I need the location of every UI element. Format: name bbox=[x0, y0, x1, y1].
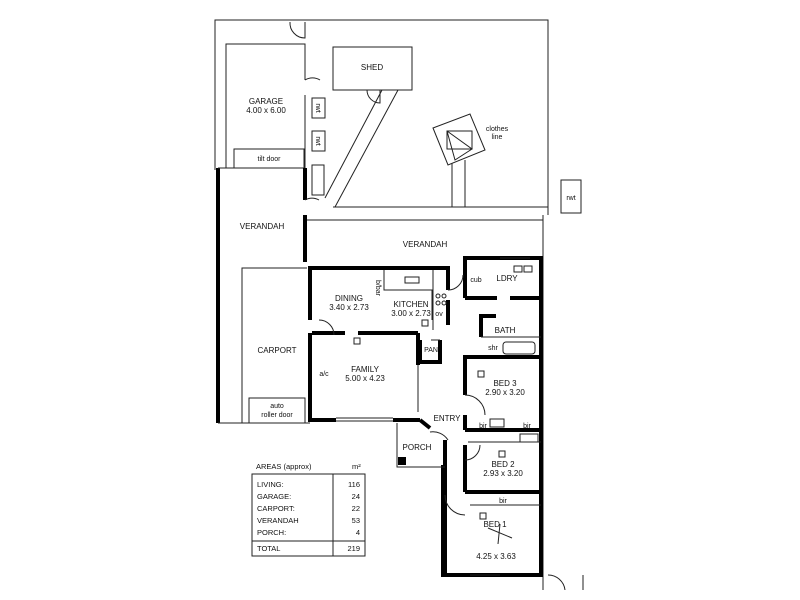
bed1-label: BED 1 bbox=[483, 520, 507, 529]
clothes-line-label: clothes bbox=[486, 126, 509, 133]
rwt-label: rwt bbox=[314, 136, 321, 145]
areas-unit: m² bbox=[352, 462, 361, 471]
shed: SHED bbox=[324, 46, 413, 208]
carport: CARPORT auto roller door bbox=[218, 267, 310, 424]
bed2-size: 2.93 x 3.20 bbox=[483, 469, 523, 478]
rwt-tank bbox=[560, 179, 582, 214]
kitchen-label: KITCHEN bbox=[393, 300, 428, 309]
oven-label: ov bbox=[435, 311, 443, 318]
total-value: 219 bbox=[347, 544, 360, 553]
shower-label: shr bbox=[488, 345, 498, 352]
cupboard-label: cub bbox=[470, 277, 481, 284]
house-walls bbox=[308, 256, 543, 577]
rwt-label: rwt bbox=[566, 195, 575, 202]
bed2-label: BED 2 bbox=[491, 460, 515, 469]
dining-label: DINING bbox=[335, 294, 363, 303]
area-value: 4 bbox=[356, 528, 360, 537]
areas-title: AREAS (approx) bbox=[256, 462, 312, 471]
garage-label: GARAGE bbox=[249, 97, 283, 106]
verandah-label: VERANDAH bbox=[240, 222, 285, 231]
shed-label: SHED bbox=[361, 63, 383, 72]
family-label: FAMILY bbox=[351, 365, 380, 374]
area-label: VERANDAH bbox=[257, 516, 299, 525]
area-label: CARPORT: bbox=[257, 504, 295, 513]
bir-label: bir bbox=[523, 423, 531, 430]
roller-door-label: roller door bbox=[261, 412, 293, 419]
area-label: GARAGE: bbox=[257, 492, 291, 501]
bir-label: bir bbox=[499, 498, 507, 505]
area-label: LIVING: bbox=[257, 480, 284, 489]
room-labels: DINING 3.40 x 2.73 KITCHEN 3.00 x 2.73 b… bbox=[319, 274, 531, 561]
area-value: 22 bbox=[352, 504, 360, 513]
family-size: 5.00 x 4.23 bbox=[345, 374, 385, 383]
garage: GARAGE 4.00 x 6.00 tilt door rwt rwt bbox=[225, 21, 326, 196]
clothes-line: clothes line bbox=[432, 113, 509, 207]
area-value: 116 bbox=[348, 480, 360, 489]
garage-size: 4.00 x 6.00 bbox=[246, 106, 286, 115]
verandah-label: VERANDAH bbox=[403, 240, 448, 249]
bir-label: bir bbox=[479, 423, 487, 430]
verandah: VERANDAH VERANDAH bbox=[216, 167, 448, 423]
roller-door-label: auto bbox=[270, 403, 284, 410]
bath-label: BATH bbox=[495, 326, 516, 335]
bed3-size: 2.90 x 3.20 bbox=[485, 388, 525, 397]
kitchen-size: 3.00 x 2.73 bbox=[391, 309, 431, 318]
tilt-door-label: tilt door bbox=[258, 156, 282, 163]
bbar-label: b/bar bbox=[374, 280, 381, 297]
pantry-label: PAN bbox=[424, 347, 438, 354]
carport-label: CARPORT bbox=[258, 346, 297, 355]
porch bbox=[396, 423, 445, 468]
area-value: 24 bbox=[352, 492, 360, 501]
clothes-line-label: line bbox=[492, 134, 503, 141]
entry-label: ENTRY bbox=[434, 414, 462, 423]
bed3-label: BED 3 bbox=[493, 379, 517, 388]
laundry-label: LDRY bbox=[496, 274, 518, 283]
area-label: PORCH: bbox=[257, 528, 286, 537]
kitchen-fixtures bbox=[353, 265, 539, 545]
areas-table: AREAS (approx) m² LIVING: 116 GARAGE: 24… bbox=[251, 462, 366, 557]
dining-size: 3.40 x 2.73 bbox=[329, 303, 369, 312]
area-value: 53 bbox=[352, 516, 360, 525]
rwt-label: rwt bbox=[314, 103, 321, 112]
porch-label: PORCH bbox=[403, 443, 432, 452]
bed1-size: 4.25 x 3.63 bbox=[476, 552, 516, 561]
ac-label: a/c bbox=[319, 371, 329, 378]
total-label: TOTAL bbox=[257, 544, 280, 553]
